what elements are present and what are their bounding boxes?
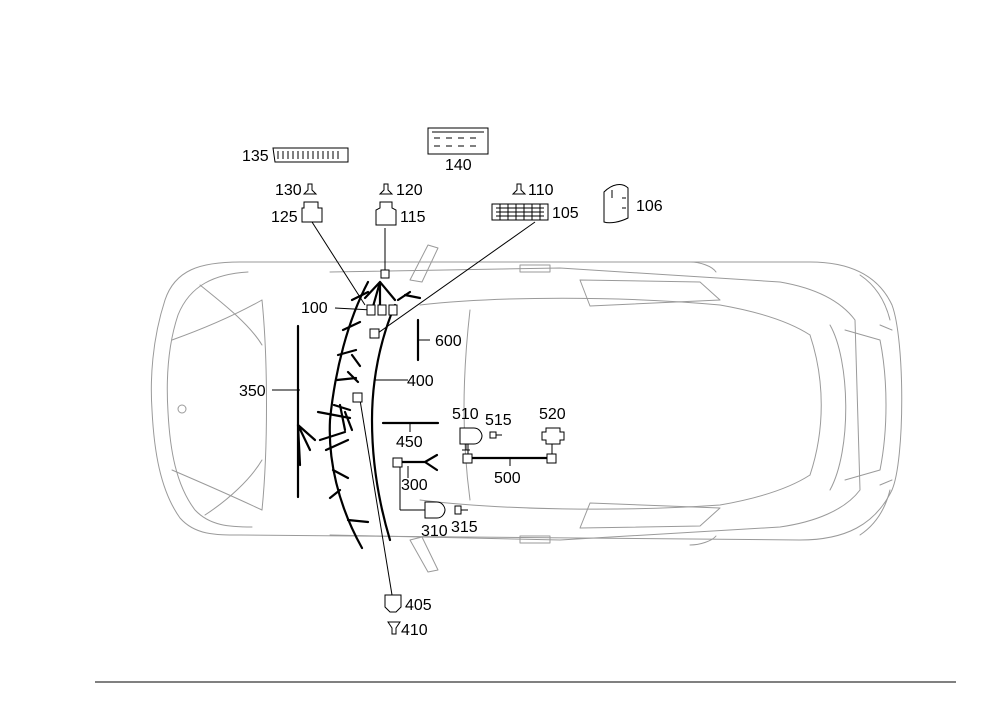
component-310-icon bbox=[424, 501, 446, 519]
label-410: 410 bbox=[401, 622, 428, 639]
leader-lines bbox=[272, 221, 553, 596]
label-315: 315 bbox=[451, 519, 478, 536]
component-105-icon bbox=[491, 203, 549, 221]
label-120: 120 bbox=[396, 182, 423, 199]
vehicle-outline bbox=[150, 244, 903, 573]
label-105: 105 bbox=[552, 205, 579, 222]
component-115-icon bbox=[375, 201, 397, 226]
label-310: 310 bbox=[421, 523, 448, 540]
label-100: 100 bbox=[301, 300, 328, 317]
component-405-icon bbox=[384, 594, 402, 613]
label-500: 500 bbox=[494, 470, 521, 487]
component-520-icon bbox=[541, 427, 565, 445]
label-106: 106 bbox=[636, 198, 663, 215]
harness-connectors bbox=[352, 269, 557, 468]
component-510-icon bbox=[459, 427, 483, 451]
label-130: 130 bbox=[275, 182, 302, 199]
label-600: 600 bbox=[435, 333, 462, 350]
component-120-icon bbox=[378, 183, 394, 195]
label-300: 300 bbox=[401, 477, 428, 494]
component-125-icon bbox=[301, 201, 323, 223]
label-115: 115 bbox=[400, 209, 426, 226]
component-110-icon bbox=[511, 183, 527, 195]
label-110: 110 bbox=[528, 182, 554, 199]
label-510: 510 bbox=[452, 406, 479, 423]
component-140-icon bbox=[427, 127, 489, 155]
label-135: 135 bbox=[242, 148, 269, 165]
component-135-icon bbox=[272, 147, 349, 163]
label-400: 400 bbox=[407, 373, 434, 390]
label-405: 405 bbox=[405, 597, 432, 614]
component-130-icon bbox=[302, 183, 318, 195]
component-410-icon bbox=[387, 621, 401, 635]
label-350: 350 bbox=[239, 383, 266, 400]
label-140: 140 bbox=[445, 157, 472, 174]
label-450: 450 bbox=[396, 434, 423, 451]
callout-labels: 135 140 130 125 120 115 110 105 106 100 … bbox=[239, 148, 663, 639]
component-315-icon bbox=[454, 505, 468, 515]
label-520: 520 bbox=[539, 406, 566, 423]
component-515-icon bbox=[489, 431, 502, 439]
label-125: 125 bbox=[271, 209, 298, 226]
label-515: 515 bbox=[485, 412, 512, 429]
component-106-icon bbox=[603, 184, 629, 224]
